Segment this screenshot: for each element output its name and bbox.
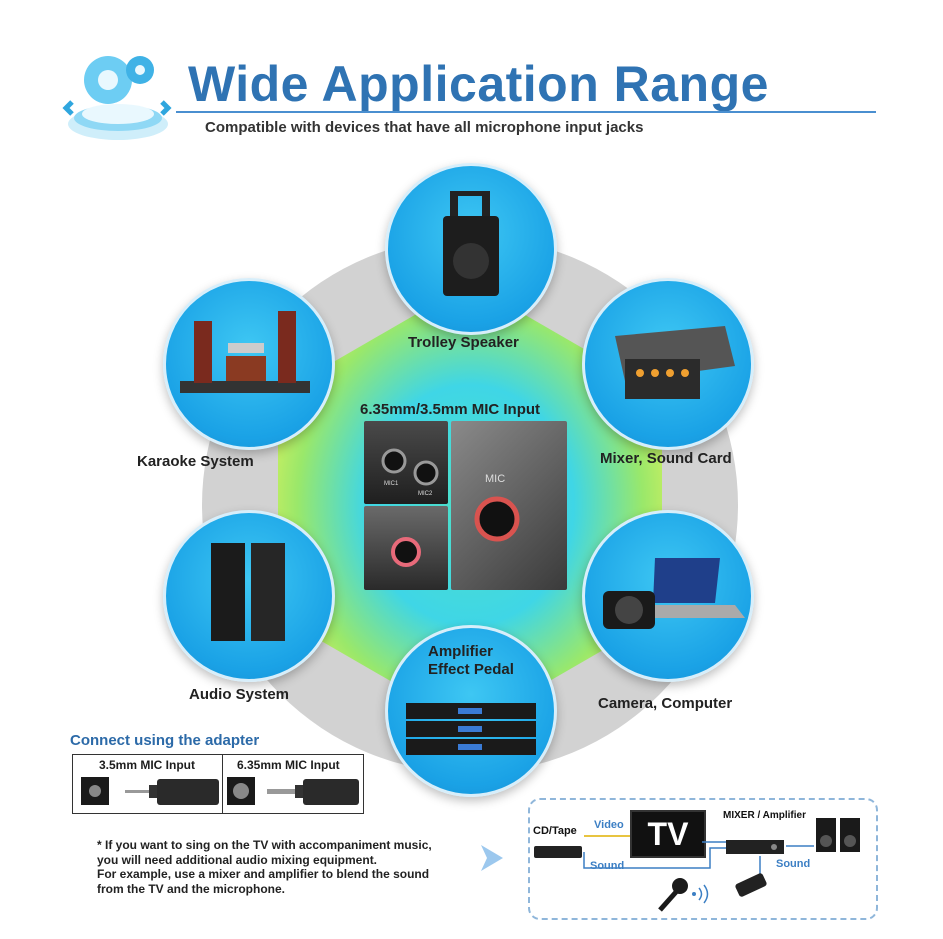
receiver-icon: [735, 873, 767, 897]
label-trolley-speaker: Trolley Speaker: [408, 334, 519, 351]
gears-logo-icon: [58, 32, 176, 150]
tv-screen: TV: [630, 810, 706, 858]
mic-jack-photo-1: MIC1 MIC2: [364, 421, 448, 504]
signal-lines: [583, 835, 814, 878]
jack-plug-icon: [227, 777, 359, 805]
amplifier-unit-icon: [726, 840, 784, 854]
diagram-video-label: Video: [594, 819, 624, 831]
camera-computer-bubble: [582, 510, 754, 682]
amplifier-bubble: [385, 625, 557, 797]
home-theater-icon: [180, 311, 310, 393]
note-text: * If you want to sing on the TV with acc…: [97, 838, 472, 896]
mixer-bubble: [582, 278, 754, 450]
chevron-right-icon: [481, 845, 503, 871]
label-karaoke: Karaoke System: [137, 453, 254, 470]
diagram-source-label: CD/Tape: [533, 825, 577, 837]
title-divider: [176, 111, 876, 113]
tower-speakers-icon: [211, 543, 285, 641]
amplifier-icon: [406, 703, 536, 755]
note-line: you will need additional audio mixing eq…: [97, 852, 378, 867]
adapter-6-35mm-label: 6.35mm MIC Input: [237, 758, 340, 772]
diagram-mixer-label: MIXER / Amplifier: [723, 810, 806, 821]
connection-diagram: CD/Tape Video TV MIXER / Amplifier Sound…: [528, 798, 878, 920]
page-subtitle: Compatible with devices that have all mi…: [205, 119, 644, 136]
adapter-6-35mm: 6.35mm MIC Input: [222, 754, 364, 814]
microphone-icon: [658, 878, 688, 912]
center-label: 6.35mm/3.5mm MIC Input: [360, 401, 541, 418]
adapter-3-5mm: 3.5mm MIC Input: [72, 754, 224, 814]
jack-label-mic: MIC: [485, 473, 506, 485]
trolley-speaker-bubble: [385, 163, 557, 335]
wireless-signal-icon: [692, 884, 709, 904]
cd-player-icon: [534, 846, 582, 858]
page-title: Wide Application Range: [188, 56, 769, 112]
audio-system-bubble: [163, 510, 335, 682]
label-mixer: Mixer, Sound Card: [600, 450, 732, 467]
bookshelf-speakers-icon: [816, 818, 860, 852]
mic-jack-photo-3: MIC: [451, 421, 567, 590]
jack-label-mic2: MIC2: [418, 491, 433, 497]
trolley-speaker-icon: [443, 191, 499, 296]
label-camera-computer: Camera, Computer: [598, 695, 733, 712]
note-line: from the TV and the microphone.: [97, 881, 286, 896]
mixer-icon: [615, 326, 735, 399]
jack-plug-icon: [81, 777, 219, 805]
karaoke-bubble: [163, 278, 335, 450]
label-audio-system: Audio System: [189, 686, 290, 703]
diagram-sound-right: Sound: [776, 858, 811, 870]
adapter-3-5mm-label: 3.5mm MIC Input: [99, 758, 196, 772]
label-amplifier: Amplifier Effect Pedal: [428, 643, 514, 678]
mic-jack-photo-2: [364, 506, 448, 590]
diagram-sound-left: Sound: [590, 860, 625, 872]
diagram-tv-label: TV: [647, 816, 689, 852]
note-line: * If you want to sing on the TV with acc…: [97, 838, 432, 852]
note-line: For example, use a mixer and amplifier t…: [97, 867, 430, 881]
adapter-heading: Connect using the adapter: [70, 732, 260, 749]
jack-label-mic1: MIC1: [384, 481, 399, 487]
camera-laptop-icon: [603, 558, 745, 629]
